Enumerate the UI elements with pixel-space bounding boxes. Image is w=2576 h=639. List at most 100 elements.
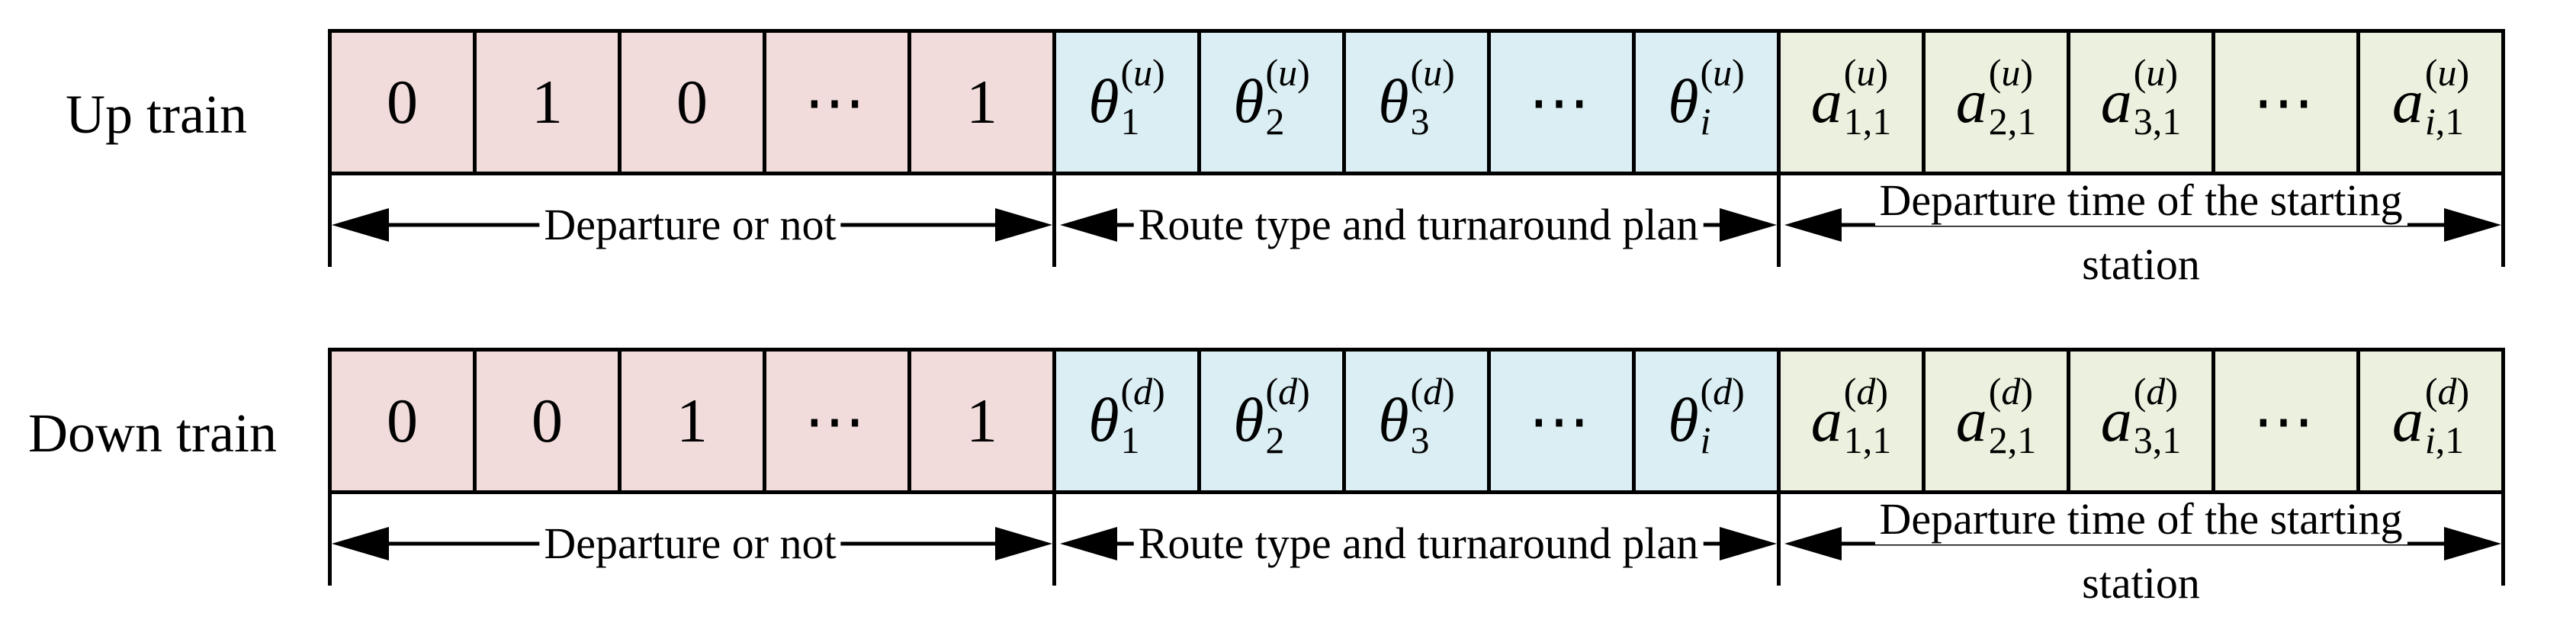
subscript: 1,1 (1843, 99, 1892, 143)
a-symbol: a(d)3,1 (2101, 372, 2182, 461)
theta-letter: θ (1233, 66, 1264, 136)
a-symbol: a(d) i,1 (2391, 372, 2469, 461)
arrowhead-right (2444, 208, 2501, 242)
theta-letter: θ (1088, 66, 1119, 136)
route-gene-cell: θ(u)1 (1052, 29, 1201, 175)
superscript-letter: d (1278, 369, 1298, 413)
theta-letter: θ (1668, 385, 1699, 455)
subscript: 2 (1265, 418, 1285, 461)
superscript: (u) (1410, 50, 1455, 94)
sub-sup: (u) 1,1 (1843, 53, 1892, 143)
superscript-letter: u (2001, 50, 2021, 94)
sub-sup: (d) i (1700, 372, 1744, 461)
theta-symbol: θ(d)3 (1378, 372, 1455, 459)
departure-bit-cell: 0 (618, 29, 766, 175)
arrowhead-right (1720, 208, 1777, 242)
departure-bit-cell: ⋯ (763, 29, 911, 175)
arrowhead-left (1060, 208, 1117, 242)
ellipsis: ⋯ (1528, 388, 1595, 455)
a-letter: a (2100, 66, 2132, 136)
departure-bit-cell: 0 (328, 348, 477, 494)
subscript-index: i (2424, 418, 2436, 461)
superscript-letter: d (1133, 369, 1153, 413)
subscript: 3,1 (2133, 418, 2182, 461)
arrowhead-left (332, 208, 389, 242)
sub-sup: (d)1,1 (1843, 372, 1892, 461)
departure-bit-cell: 1 (618, 348, 766, 494)
route-gene-cell: θ(d)1 (1052, 348, 1201, 494)
theta-symbol: θ(d) i (1668, 372, 1745, 461)
subscript: 2 (1265, 99, 1285, 143)
departure-time-gene-cell: a(d)3,1 (2067, 348, 2215, 494)
superscript: (d) (2424, 369, 2470, 413)
theta-symbol: θ(u)i (1668, 53, 1745, 140)
superscript: (d) (1700, 369, 1745, 413)
departure-bit-value: 1 (966, 67, 997, 136)
departure-time-gene-cell: a(d)2,1 (1922, 348, 2070, 494)
subscript: 2,1 (1988, 418, 2037, 461)
departure-time-gene-cell: a(u) 3,1 (2067, 29, 2215, 175)
departure-bit-value: 0 (387, 67, 418, 136)
a-symbol: a(u)1,1 (1811, 53, 1892, 143)
theta-letter: θ (1233, 385, 1264, 455)
arrowhead-right (1720, 527, 1777, 560)
subscript: i (1700, 418, 1711, 461)
route-gene-cell: θ(u) 2 (1197, 29, 1346, 175)
superscript: (u) (2133, 50, 2179, 94)
sub-sup: (u)2,1 (1989, 53, 2037, 140)
superscript-letter: d (1713, 369, 1733, 413)
superscript-letter: d (2146, 369, 2166, 413)
departure-bit-cell: ⋯ (763, 348, 911, 494)
departure-bit-value: 0 (676, 67, 708, 136)
superscript: (d) (1120, 369, 1165, 413)
subscript: 3,1 (2133, 99, 2182, 143)
sub-sup: (d)1 (1120, 372, 1164, 459)
sub-sup: (d) i,1 (2424, 372, 2469, 461)
row-label: Up train (66, 83, 247, 145)
theta-symbol: θ(d)2 (1233, 372, 1310, 461)
segment-label-route: Route type and turnaround plan (1133, 519, 1704, 569)
sub-sup: (u) 3,1 (2133, 53, 2182, 143)
sub-sup: (u) 2 (1265, 53, 1309, 143)
ellipsis: ⋯ (1528, 69, 1595, 136)
superscript: (u) (1265, 50, 1310, 94)
a-symbol: a(u)2,1 (1956, 53, 2037, 140)
departure-bit-cell: 1 (907, 29, 1056, 175)
segment-label-route: Route type and turnaround plan (1133, 200, 1704, 250)
segment-label-departure: Departure or not (539, 519, 841, 569)
a-symbol: a(u)i,1 (2391, 53, 2469, 140)
a-letter: a (2391, 66, 2423, 136)
arrowhead-right (995, 527, 1052, 560)
departure-bit-cell: 0 (328, 29, 477, 175)
theta-symbol: θ(d)1 (1088, 372, 1165, 459)
route-gene-cell: θ(d)3 (1342, 348, 1491, 494)
sub-sup: (u)i (1700, 53, 1744, 140)
departure-time-gene-cell: a(d)1,1 (1777, 348, 1926, 494)
sub-sup: (d)3 (1410, 372, 1454, 459)
superscript: (u) (1700, 50, 1745, 94)
superscript: (u) (1843, 50, 1889, 94)
segment-label-time-line1: Departure time of the starting (1874, 175, 2407, 226)
departure-time-gene-cell: ⋯ (2211, 29, 2360, 175)
route-gene-cell: ⋯ (1487, 29, 1636, 175)
arrowhead-right (995, 208, 1052, 242)
ellipsis: ⋯ (2253, 69, 2319, 136)
theta-letter: θ (1378, 385, 1409, 455)
departure-time-gene-cell: a(d) i,1 (2356, 348, 2505, 494)
subscript: 1,1 (1843, 418, 1892, 461)
a-letter: a (2391, 385, 2423, 455)
arrowhead-right (2444, 527, 2501, 560)
a-letter: a (1810, 385, 1842, 455)
superscript: (u) (2424, 50, 2470, 94)
theta-symbol: θ(u) 2 (1233, 53, 1310, 143)
superscript: (u) (1120, 50, 1165, 94)
arrowhead-left (1784, 208, 1842, 242)
arrowhead-left (332, 527, 389, 560)
subscript: i,1 (2424, 418, 2465, 461)
route-gene-cell: θ(d)2 (1197, 348, 1346, 494)
sub-sup: (d)2,1 (1988, 372, 2037, 461)
departure-bit-value: ⋯ (804, 69, 870, 136)
superscript-letter: u (2146, 50, 2166, 94)
